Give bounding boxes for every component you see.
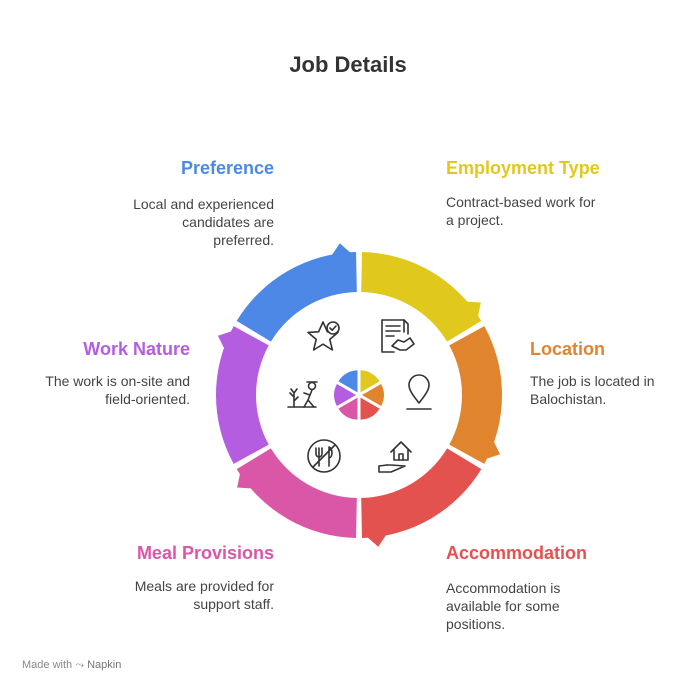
pie-slice-worknature: [334, 384, 356, 406]
ring-segment-preference: [236, 252, 357, 342]
ring-arrow-meal: [237, 472, 253, 489]
footer: Made with ⤳ Napkin: [22, 659, 121, 672]
footer-brand: Napkin: [87, 659, 122, 671]
desc-accommodation: Accommodation is available for some posi…: [446, 580, 561, 632]
center-pie: [334, 370, 384, 420]
icons: [287, 319, 432, 473]
pie-slice-accommodation: [360, 397, 380, 420]
ring-arrow-worknature: [217, 330, 233, 350]
desc-meal-provisions: Meals are provided for support staff.: [134, 578, 274, 612]
ring-arrow-employment: [465, 301, 481, 318]
map-pin-icon: [406, 374, 432, 410]
desc-location: The job is located in Balochistan.: [530, 373, 655, 407]
label-accommodation: Accommodation: [446, 543, 588, 563]
pie-slice-employment: [360, 370, 380, 393]
ring-segment-employment: [361, 252, 482, 342]
pie-slice-preference: [338, 370, 358, 393]
star-check-icon: [307, 321, 340, 351]
label-preference: Preference: [180, 158, 274, 178]
ring-segment-location: [449, 326, 502, 464]
ring-segment-accommodation: [361, 448, 482, 538]
label-location: Location: [530, 339, 605, 359]
field-worker-icon: [287, 381, 318, 408]
page-title: Job Details: [289, 52, 407, 77]
label-work-nature: Work Nature: [83, 339, 190, 359]
desc-employment-type: Contract-based work for a project.: [446, 194, 596, 228]
footer-made-with: Made with: [22, 659, 73, 671]
ring: [215, 243, 502, 547]
ring-segment-worknature: [215, 326, 269, 464]
house-hand-icon: [378, 441, 412, 473]
napkin-logo-icon: ⤳: [75, 659, 85, 671]
fork-knife-icon: [307, 439, 341, 473]
label-employment-type: Employment Type: [446, 158, 600, 178]
ring-segment-meal: [236, 448, 357, 538]
desc-preference: Local and experienced candidates are pre…: [133, 196, 274, 248]
ring-arrow-preference: [331, 243, 352, 256]
label-meal-provisions: Meal Provisions: [136, 543, 274, 563]
ring-arrow-location: [485, 440, 501, 460]
pie-slice-meal: [338, 397, 358, 420]
pie-slice-location: [362, 384, 384, 406]
contract-handshake-icon: [381, 319, 415, 353]
desc-work-nature: The work is on-site and field-oriented.: [45, 373, 190, 407]
ring-arrow-accommodation: [366, 534, 387, 547]
